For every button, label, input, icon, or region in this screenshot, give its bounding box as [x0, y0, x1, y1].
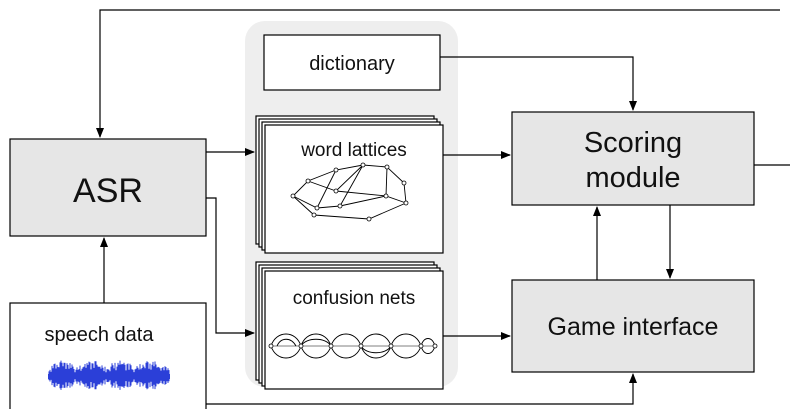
confusion-nets-label: confusion nets: [293, 288, 416, 309]
game-interface-node[interactable]: Game interface: [511, 279, 755, 373]
stack-sheet-front: [264, 124, 444, 254]
scoring-module-node[interactable]: Scoring module: [511, 111, 755, 206]
audio-waveform-icon: [48, 360, 170, 390]
scoring-module-label-line1: Scoring: [584, 127, 682, 159]
stack-sheet-front: [264, 270, 444, 390]
scoring-module-label-line2: module: [585, 162, 680, 194]
connectors: [96, 9, 790, 405]
arrow-feedback-to-asr: [96, 9, 780, 138]
confusion-nets-node[interactable]: confusion nets: [255, 261, 444, 390]
word-lattices-node[interactable]: word lattices: [255, 115, 444, 254]
asr-node[interactable]: ASR: [9, 138, 207, 237]
dictionary-label: dictionary: [309, 53, 395, 75]
asr-label: ASR: [73, 172, 143, 210]
arrow-dictionary-to-scoring: [440, 56, 637, 111]
speech-data-label: speech data: [45, 324, 155, 346]
word-lattices-label: word lattices: [300, 140, 407, 161]
arrow-speech-to-game: [206, 373, 637, 405]
word-lattice-graph-icon: [290, 162, 409, 222]
dictionary-node[interactable]: dictionary: [263, 34, 441, 91]
game-interface-label: Game interface: [548, 313, 719, 341]
speech-data-node[interactable]: speech data: [9, 302, 207, 409]
arrow-asr-to-confusion: [206, 197, 255, 337]
confusion-network-icon: [268, 333, 438, 359]
